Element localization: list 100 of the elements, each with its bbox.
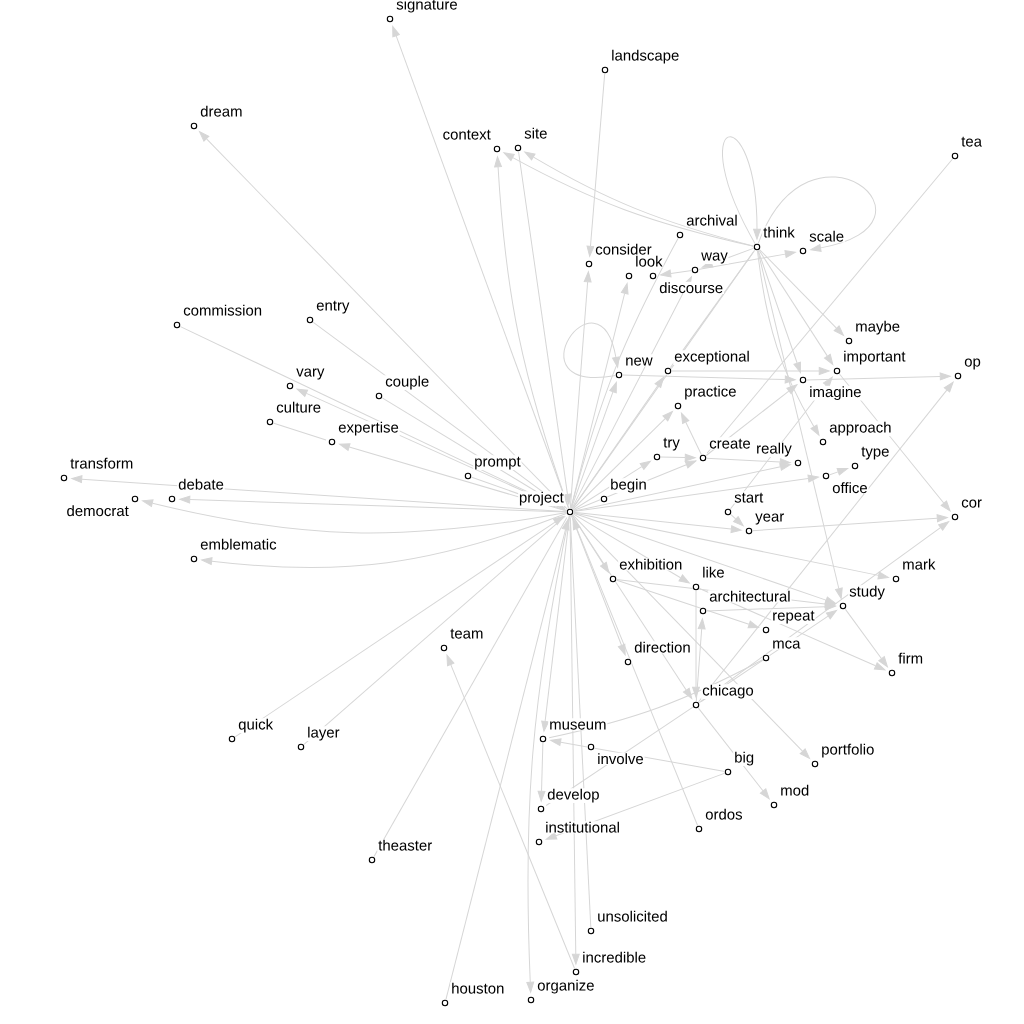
arrow — [572, 513, 690, 584]
node-label: portfolio — [822, 743, 874, 758]
node-label: site — [524, 127, 547, 139]
connector-line — [569, 517, 592, 929]
node-label: op — [964, 358, 981, 370]
node-label: start — [734, 492, 764, 503]
node-label: context — [443, 129, 491, 140]
arrow — [545, 772, 726, 840]
node-label: year — [755, 513, 784, 525]
arrow — [615, 579, 760, 629]
node-label: quick — [238, 718, 274, 733]
connector-line — [470, 476, 565, 511]
node-label: approach — [829, 421, 891, 436]
node-label: firm — [898, 652, 923, 664]
connector-line — [302, 515, 566, 746]
arrow — [805, 372, 951, 381]
node-label: architectural — [709, 590, 790, 602]
arrow — [339, 443, 568, 512]
arrow — [179, 495, 568, 513]
arrow — [569, 271, 592, 510]
connector-line — [312, 321, 566, 509]
arrow — [537, 741, 546, 802]
node-label: discourse — [659, 282, 723, 294]
arrow — [572, 460, 697, 512]
node-label: chicago — [702, 684, 754, 699]
node-label: begin — [611, 478, 646, 493]
arrow — [768, 609, 837, 657]
arrow — [296, 388, 568, 512]
node-label: repeat — [773, 610, 815, 624]
arrow — [659, 453, 696, 462]
node-label: incredible — [583, 951, 646, 963]
arrow — [758, 249, 834, 365]
arrow — [572, 462, 791, 512]
node-label: entry — [316, 300, 350, 314]
node-label: theaster — [378, 839, 432, 851]
node-label: emblematic — [200, 538, 277, 550]
arrow — [621, 374, 796, 384]
node-label: way — [701, 252, 728, 264]
arrow — [570, 283, 629, 510]
arrow — [586, 72, 606, 257]
node-label: develop — [547, 788, 599, 803]
node-label: archival — [686, 214, 737, 226]
node-label: ordos — [705, 808, 743, 820]
arrow — [758, 248, 845, 336]
node-label: mod — [781, 784, 809, 796]
arrow — [550, 738, 726, 772]
arrow — [844, 608, 888, 668]
node-label: think — [763, 226, 795, 238]
arrow — [671, 367, 830, 375]
arrow — [757, 249, 843, 599]
node-label: really — [757, 442, 792, 457]
node-label: imagine — [810, 386, 861, 401]
arrow — [570, 514, 626, 656]
arrow — [571, 514, 693, 699]
arrow — [572, 460, 651, 511]
arrow — [517, 150, 572, 505]
node-label: direction — [634, 641, 690, 653]
connector-line — [272, 422, 327, 441]
node-label: involve — [598, 753, 644, 765]
node-label: commission — [183, 304, 262, 316]
node-label: exceptional — [674, 350, 749, 365]
node-label: mark — [903, 558, 936, 570]
arrow — [838, 373, 951, 512]
node-label: debate — [178, 478, 224, 490]
arrow — [695, 618, 706, 703]
node-label: unsolicited — [598, 910, 667, 922]
node-label: try — [663, 437, 680, 451]
node-label: like — [703, 566, 724, 578]
node-label: organize — [537, 979, 594, 994]
arrow — [660, 269, 693, 278]
node-label: landscape — [612, 49, 679, 64]
arrow — [697, 707, 770, 800]
arrow — [705, 384, 798, 457]
arrow — [615, 578, 836, 608]
node-label: type — [861, 446, 889, 460]
node-label: practice — [685, 385, 736, 400]
node-label: create — [709, 438, 751, 449]
node-label: study — [849, 585, 885, 600]
arrow — [201, 512, 568, 569]
connector-line — [179, 325, 565, 510]
arrow — [705, 457, 791, 466]
node-label: big — [735, 751, 754, 766]
node-label: new — [626, 357, 653, 366]
arrow — [721, 136, 761, 245]
arrow — [572, 518, 699, 827]
node-label: important — [844, 350, 906, 365]
arrow — [757, 249, 801, 374]
arrow — [570, 381, 617, 510]
node-label: tea — [961, 136, 982, 147]
node-label: houston — [452, 982, 504, 994]
arrow — [680, 412, 703, 456]
arrow — [563, 322, 620, 378]
arrow — [757, 176, 876, 252]
connector-line — [381, 397, 566, 510]
arrow — [751, 514, 948, 532]
arrow — [142, 499, 568, 534]
node-label: maybe — [856, 320, 900, 335]
node-label: team — [450, 628, 483, 639]
connector-line — [545, 706, 694, 807]
node-label: democrat — [67, 505, 129, 517]
